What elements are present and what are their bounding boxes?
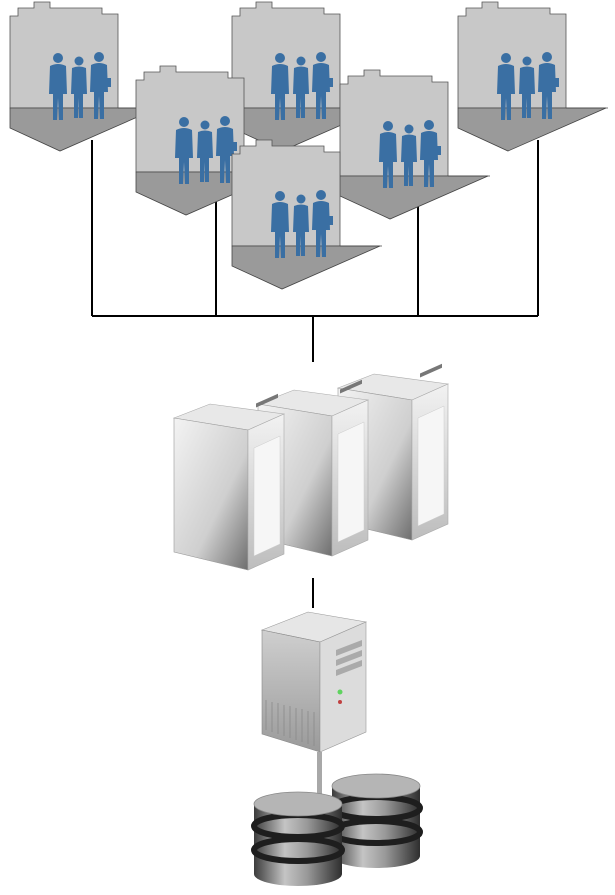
status-led-icon bbox=[337, 689, 343, 695]
rack-drive-bays bbox=[336, 640, 362, 676]
database-2 bbox=[332, 774, 420, 868]
user-group-6 bbox=[457, 1, 609, 152]
database-server bbox=[260, 611, 368, 753]
user-groups bbox=[9, 1, 609, 290]
connector-lines bbox=[91, 140, 539, 608]
app-server-1 bbox=[173, 393, 285, 571]
database-link bbox=[317, 752, 322, 798]
app-servers bbox=[173, 363, 449, 571]
databases bbox=[254, 774, 420, 886]
status-led-icon bbox=[338, 700, 342, 704]
database-1 bbox=[254, 792, 342, 886]
rack-vents bbox=[265, 700, 315, 746]
